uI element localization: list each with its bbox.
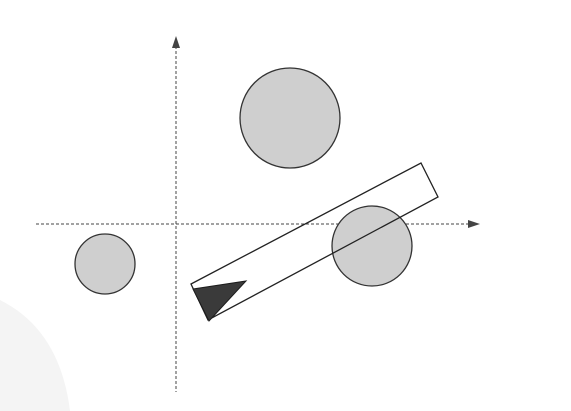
horizontal-axis-arrowhead [468,220,480,228]
obstacle-circle-right [331,205,413,287]
obstacle-circle-top [239,67,341,169]
obstacle-circle-left [74,233,136,295]
background-shading [0,300,70,411]
vertical-axis-arrowhead [172,36,180,48]
vertical-axis [172,36,180,392]
horizontal-axis [36,220,480,228]
robot-triangle [192,280,248,322]
